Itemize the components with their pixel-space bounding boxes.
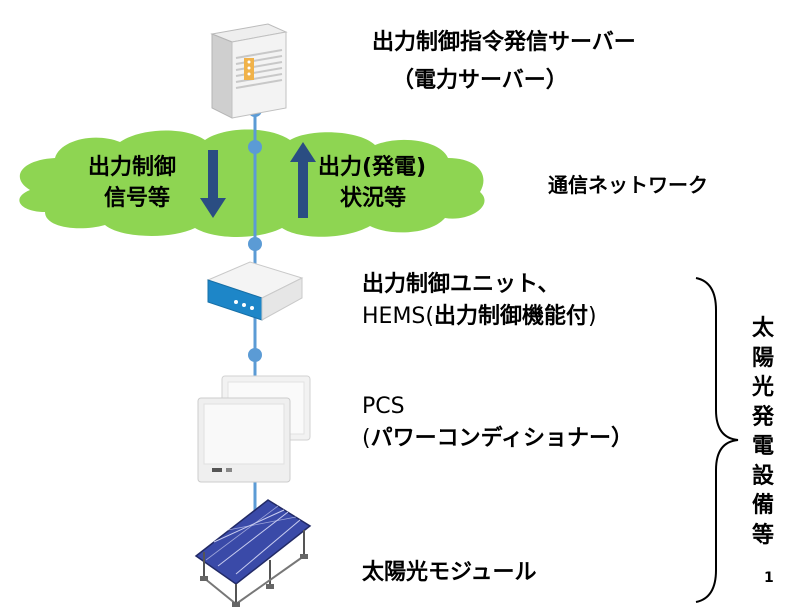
control-unit-icon: [206, 261, 304, 375]
up-signal-label-1: 出力(発電): [318, 155, 427, 180]
network-cloud: [19, 129, 485, 237]
page-number: 1: [764, 570, 774, 586]
equipment-char: 発: [751, 404, 774, 430]
connector-node: [248, 237, 262, 251]
server-subtitle: （電力サーバー）: [392, 68, 568, 93]
pcs-fullname-prefix: (: [362, 426, 371, 451]
down-signal-label-1: 出力制御: [88, 155, 177, 180]
equipment-char: 電: [751, 434, 774, 459]
pcs-fullname: (パワーコンディショナー）: [362, 426, 633, 452]
equipment-brace: [695, 277, 739, 603]
equipment-char: 備: [751, 493, 774, 518]
connector-node: [248, 348, 262, 362]
pcs-label: PCS: [362, 394, 405, 419]
equipment-char: 光: [751, 375, 774, 400]
hems-prefix: HEMS(: [362, 304, 434, 329]
server-title: 出力制御指令発信サーバー: [372, 30, 636, 55]
down-signal-label-2: 信号等: [104, 186, 171, 211]
equipment-char: 等: [751, 522, 774, 548]
control-unit-label: 出力制御ユニット、: [362, 272, 560, 297]
hems-suffix: ): [588, 304, 597, 329]
solar-module-label: 太陽光モジュール: [362, 560, 537, 585]
up-signal-label-2: 状況等: [340, 186, 407, 211]
equipment-char: 設: [751, 463, 774, 489]
equipment-group-label: 太 陽 光 発 電 設 備 等: [748, 314, 778, 550]
equipment-char: 太: [751, 316, 774, 341]
connector-node: [248, 140, 262, 154]
hems-label: HEMS(出力制御機能付): [362, 304, 597, 330]
arrow-down-icon: [200, 150, 226, 218]
network-label: 通信ネットワーク: [548, 173, 708, 197]
equipment-char: 陽: [751, 345, 774, 371]
arrow-up-icon: [290, 142, 316, 218]
hems-function: 出力制御機能付: [433, 304, 588, 329]
pcs-icon: [197, 375, 311, 483]
solar-panel-icon: [194, 499, 312, 607]
server-icon: [210, 23, 288, 119]
pcs-fullname-text: パワーコンディショナー）: [370, 426, 634, 451]
